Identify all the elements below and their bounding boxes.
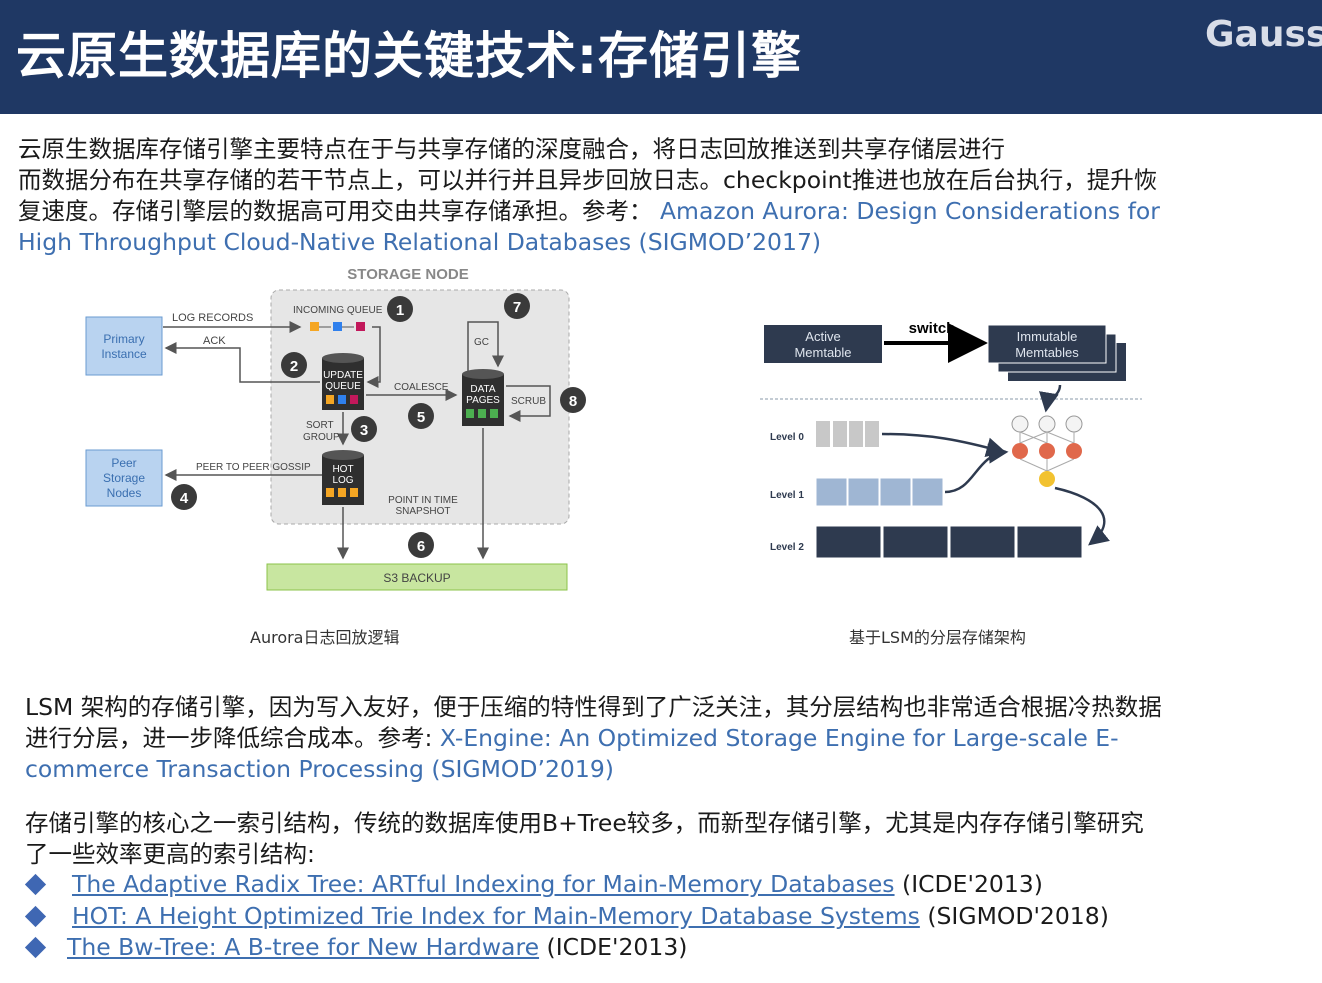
hot-venue: (SIGMOD'2018) bbox=[927, 902, 1109, 930]
step-8: 8 bbox=[569, 393, 577, 410]
peer-gossip-label: PEER TO PEER GOSSIP bbox=[196, 462, 311, 473]
step-6: 6 bbox=[417, 538, 425, 555]
aurora-caption: Aurora日志回放逻辑 bbox=[250, 628, 400, 647]
switch-label: switch bbox=[909, 320, 956, 337]
peer-storage-box bbox=[85, 449, 163, 507]
immutable-memtables-box bbox=[987, 324, 1107, 364]
step-4: 4 bbox=[180, 490, 189, 507]
reference-item: The Adaptive Radix Tree: ARTful Indexing… bbox=[72, 870, 1043, 898]
bullet-diamond-icon bbox=[24, 905, 47, 928]
primary-label-2: Instance bbox=[101, 347, 147, 361]
level-0-label: Level 0 bbox=[770, 432, 804, 443]
step-1: 1 bbox=[396, 302, 404, 319]
sort-label: SORT bbox=[306, 420, 334, 431]
lsm-line-1: LSM 架构的存储引擎，因为写入友好，便于压缩的特性得到了广泛关注，其分层结构也… bbox=[25, 693, 1162, 721]
intro-line-3: 复速度。存储引擎层的数据高可用交由共享存储承担。参考： Amazon Auror… bbox=[18, 196, 1160, 227]
primary-label-1: Primary bbox=[103, 332, 144, 346]
art-paper-link[interactable]: The Adaptive Radix Tree: ARTful Indexing… bbox=[72, 870, 895, 898]
active-label-1: Active bbox=[805, 329, 840, 344]
scrub-label: SCRUB bbox=[511, 396, 546, 407]
step-5: 5 bbox=[417, 409, 425, 426]
aurora-diagram: STORAGE NODE Primary Instance Peer Stora… bbox=[85, 266, 586, 591]
hot-log-label-2: LOG bbox=[332, 475, 353, 486]
aurora-paper-link-cont[interactable]: High Throughput Cloud-Native Relational … bbox=[18, 228, 822, 256]
reference-item: The Bw-Tree: A B-tree for New Hardware (… bbox=[67, 933, 687, 961]
level-2-label: Level 2 bbox=[770, 542, 804, 553]
peer-label-2: Storage bbox=[103, 471, 145, 485]
ack-label: ACK bbox=[203, 335, 226, 347]
group-label: GROUP bbox=[303, 432, 340, 443]
incoming-queue-label: INCOMING QUEUE bbox=[293, 305, 383, 316]
lsm-line-3: commerce Transaction Processing (SIGMOD’… bbox=[25, 754, 614, 785]
xengine-paper-link-cont[interactable]: commerce Transaction Processing (SIGMOD’… bbox=[25, 755, 614, 783]
art-venue: (ICDE'2013) bbox=[902, 870, 1043, 898]
storage-node-label: STORAGE NODE bbox=[347, 266, 468, 283]
pit-label-2: SNAPSHOT bbox=[395, 506, 450, 517]
intro-line-1: 云原生数据库存储引擎主要特点在于与共享存储的深度融合，将日志回放推送到共享存储层… bbox=[18, 135, 1005, 163]
s3-backup-label: S3 BACKUP bbox=[383, 571, 450, 585]
xengine-paper-link[interactable]: X-Engine: An Optimized Storage Engine fo… bbox=[439, 724, 1119, 752]
bullet-diamond-icon bbox=[24, 873, 47, 896]
hot-paper-link[interactable]: HOT: A Height Optimized Trie Index for M… bbox=[72, 902, 920, 930]
header-bar: 云原生数据库的关键技术:存储引擎 Gauss bbox=[0, 0, 1322, 114]
active-memtable-box bbox=[764, 325, 882, 363]
step-2: 2 bbox=[290, 358, 298, 375]
level-1-label: Level 1 bbox=[770, 490, 804, 501]
hot-log-label-1: HOT bbox=[332, 464, 353, 475]
aurora-paper-link[interactable]: Amazon Aurora: Design Considerations for bbox=[659, 197, 1160, 225]
lsm-diagram: Active Memtable switch Immutable Memtabl… bbox=[760, 320, 1142, 559]
primary-instance-box bbox=[85, 316, 163, 376]
pit-label-1: POINT IN TIME bbox=[388, 495, 458, 506]
bwtree-paper-link[interactable]: The Bw-Tree: A B-tree for New Hardware bbox=[67, 933, 540, 961]
bullet-diamond-icon bbox=[24, 936, 47, 959]
log-records-label: LOG RECORDS bbox=[172, 312, 253, 324]
update-queue-label-2: QUEUE bbox=[325, 381, 361, 392]
reference-item: HOT: A Height Optimized Trie Index for M… bbox=[72, 902, 1109, 930]
intro-line-3-text: 复速度。存储引擎层的数据高可用交由共享存储承担。参考： bbox=[18, 197, 653, 225]
brand-logo-text: Gauss bbox=[1205, 14, 1322, 55]
index-line-1: 存储引擎的核心之一索引结构，传统的数据库使用B+Tree较多，而新型存储引擎，尤… bbox=[25, 809, 1144, 837]
data-pages-label-2: PAGES bbox=[466, 395, 500, 406]
s3-backup-box bbox=[266, 563, 568, 591]
lsm-line-2: 进行分层，进一步降低综合成本。参考: X-Engine: An Optimize… bbox=[25, 723, 1119, 754]
step-3: 3 bbox=[360, 422, 368, 439]
intro-line-4: High Throughput Cloud-Native Relational … bbox=[18, 227, 821, 258]
step-7: 7 bbox=[513, 299, 521, 316]
update-queue-label-1: UPDATE bbox=[323, 370, 363, 381]
peer-label-3: Nodes bbox=[107, 486, 142, 500]
bwtree-venue: (ICDE'2013) bbox=[546, 933, 688, 961]
data-pages-label-1: DATA bbox=[470, 384, 496, 395]
page-title: 云原生数据库的关键技术:存储引擎 bbox=[16, 27, 802, 85]
lsm-line-2-text: 进行分层，进一步降低综合成本。参考: bbox=[25, 724, 433, 752]
peer-label-1: Peer bbox=[111, 456, 136, 470]
index-line-2: 了一些效率更高的索引结构: bbox=[25, 840, 315, 868]
lsm-caption: 基于LSM的分层存储架构 bbox=[849, 628, 1026, 647]
gc-label: GC bbox=[474, 337, 489, 348]
intro-line-2: 而数据分布在共享存储的若干节点上，可以并行并且异步回放日志。checkpoint… bbox=[18, 166, 1158, 194]
active-label-2: Memtable bbox=[794, 345, 851, 360]
immutable-label-2: Memtables bbox=[1015, 345, 1079, 360]
immutable-label-1: Immutable bbox=[1017, 329, 1078, 344]
coalesce-label: COALESCE bbox=[394, 382, 449, 393]
